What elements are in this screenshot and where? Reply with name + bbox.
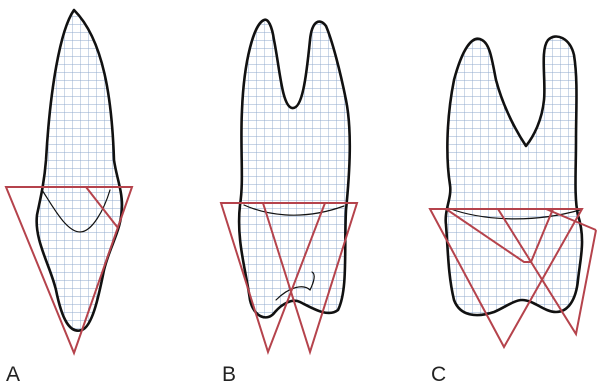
tooth-b <box>220 0 360 352</box>
tooth-c <box>430 0 598 347</box>
panel-label-c: C <box>431 364 446 385</box>
panel-label-a: A <box>6 364 20 385</box>
tooth-a <box>0 0 160 353</box>
panel-label-b: B <box>222 364 236 385</box>
tooth-a-grid <box>0 0 160 340</box>
